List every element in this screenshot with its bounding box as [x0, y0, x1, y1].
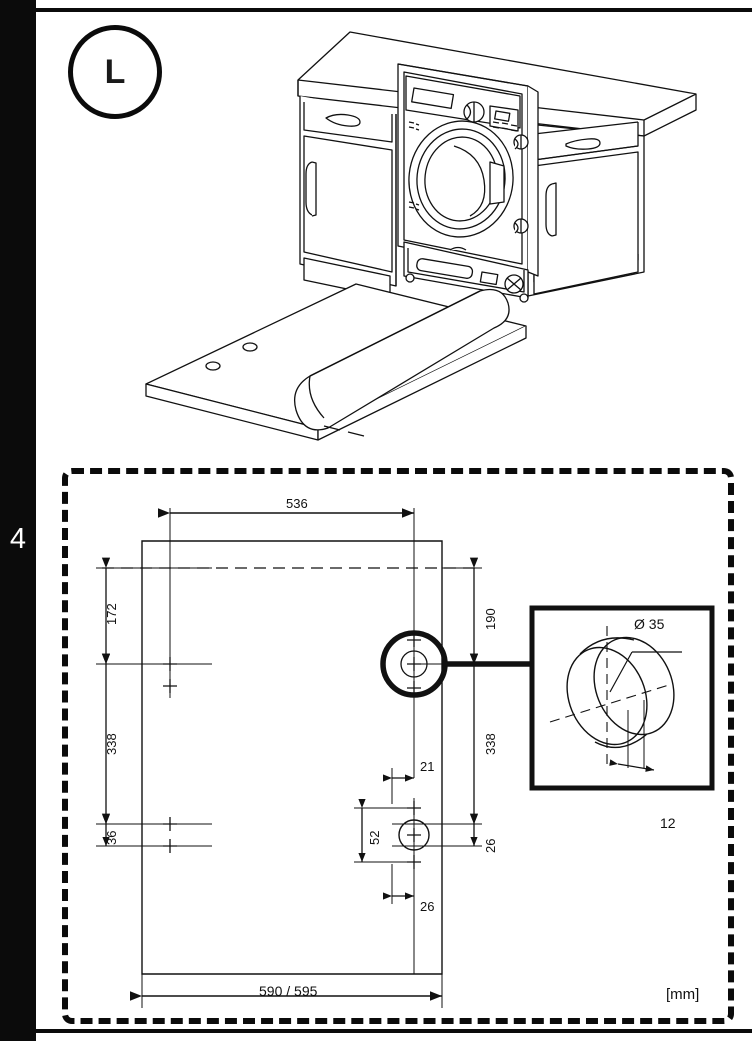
dim-label-21: 21 [420, 759, 435, 774]
dim-label-338-right: 338 [483, 733, 498, 755]
hole-detail-box [529, 605, 715, 791]
drilling-template-drawing [96, 508, 715, 1008]
bottom-rule [36, 1029, 752, 1033]
step-badge: L [68, 25, 162, 119]
dim-label-536: 536 [286, 496, 308, 511]
detail-label-diameter: Ø 35 [634, 616, 665, 632]
door-panel-illustration [145, 283, 527, 441]
dim-label-172: 172 [104, 603, 119, 625]
panel-outline [141, 540, 443, 975]
drawing-frame [62, 468, 734, 1024]
dim-label-26-bottom: 26 [420, 899, 435, 914]
dim-label-190: 190 [483, 608, 498, 630]
page-number: 4 [9, 523, 27, 555]
page-side-bar [0, 0, 36, 1041]
dim-label-590-595: 590 / 595 [259, 983, 318, 999]
lower-hole-group [354, 768, 430, 904]
dim-label-36: 36 [104, 830, 119, 845]
top-rule [36, 8, 752, 12]
step-badge-letter: L [104, 53, 126, 91]
dim-label-338-left: 338 [104, 733, 119, 755]
left-hole-marks [163, 657, 177, 853]
washing-machine-illustration [297, 31, 697, 303]
dim-label-26-right: 26 [483, 838, 498, 853]
units-label: [mm] [666, 986, 700, 1003]
dim-label-52: 52 [367, 830, 382, 845]
detail-label-depth: 12 [660, 815, 676, 831]
